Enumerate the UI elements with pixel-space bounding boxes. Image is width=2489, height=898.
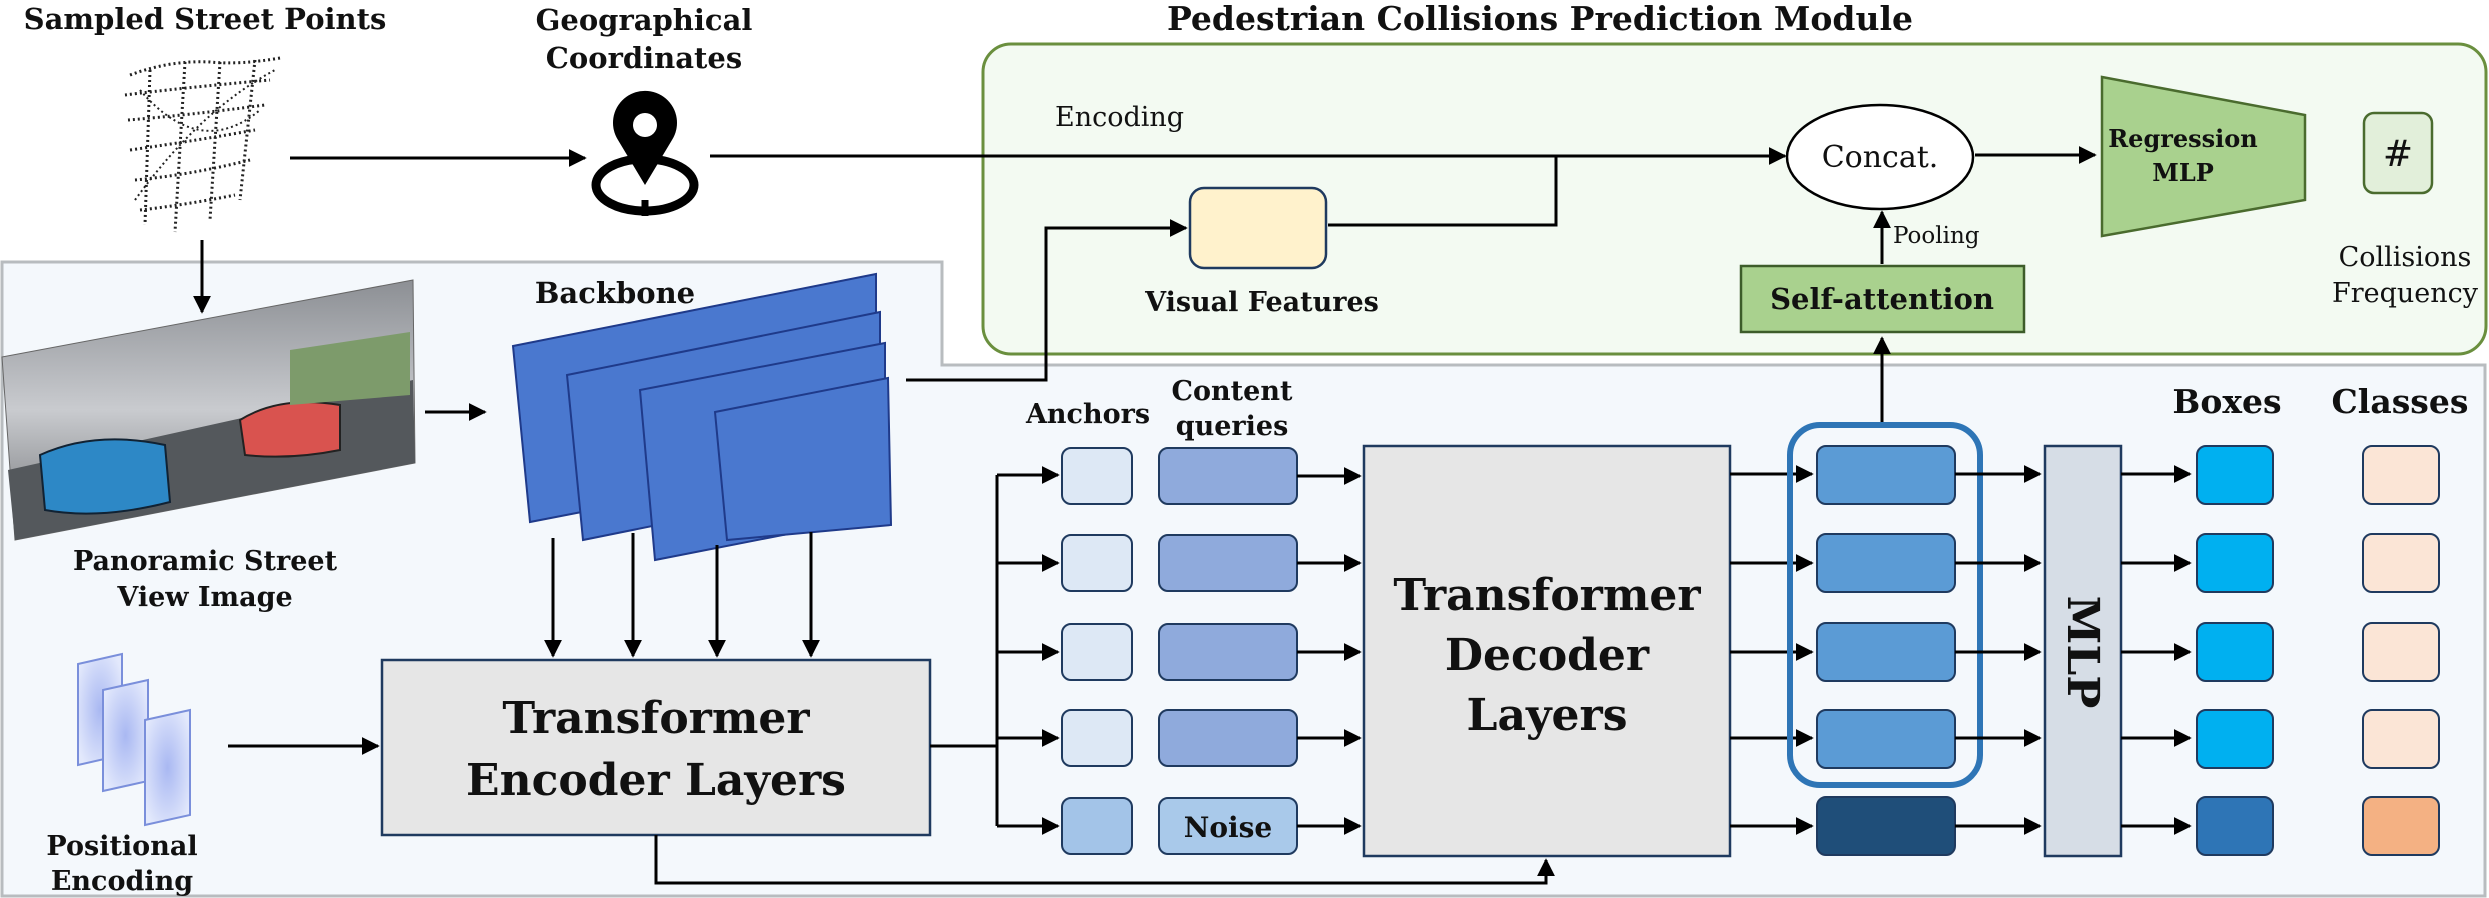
noise-label: Noise [1184,811,1272,844]
panoramic-label-2: View Image [116,582,292,613]
decoder-outputs [1816,445,1956,856]
self-attention-box [1739,264,2026,334]
module-title: Pedestrian Collisions Prediction Module [1167,0,1913,38]
content-queries-header-2: queries [1176,411,1289,442]
class-outputs [2362,445,2440,856]
panoramic-label-1: Panoramic Street [73,546,338,577]
regression-mlp-label-2: MLP [2152,158,2214,187]
mlp-label: MLP [2057,596,2108,709]
anchor-box [1061,447,1133,505]
box-output [2196,445,2274,505]
panoramic-street-image [1,279,416,541]
decoder-output-box [1816,445,1956,505]
backbone-feature-maps [511,272,893,562]
decoder-output-box-noise [1816,796,1956,856]
visual-features-box [1188,186,1328,270]
box-outputs [2196,445,2274,856]
class-output-noise [2362,796,2440,856]
class-output [2362,622,2440,682]
anchor-box [1061,534,1133,592]
street-points-map [124,56,281,233]
matched-queries-highlight [1787,422,1983,788]
decoder-output-box [1816,622,1956,682]
regression-mlp-label-1: Regression [2108,124,2258,153]
content-query-box [1158,623,1298,681]
class-output [2362,709,2440,769]
positional-encoding-icon [77,652,191,827]
concat-label: Concat. [1822,140,1939,175]
regression-mlp [2100,75,2307,238]
box-output [2196,622,2274,682]
transformer-encoder [380,658,932,837]
backbone-label: Backbone [535,276,695,310]
anchor-boxes [1061,447,1133,855]
decoder-label-1: Transformer [1393,570,1701,621]
decoder-label-3: Layers [1467,690,1628,741]
anchor-box [1061,709,1133,767]
decoder-output-box [1816,533,1956,593]
boxes-header: Boxes [2172,382,2281,421]
box-output-noise [2196,796,2274,856]
geo-coords-label-1: Geographical [536,3,753,37]
class-output [2362,533,2440,593]
hash-symbol: # [2383,134,2413,175]
positional-label-2: Encoding [51,866,193,897]
concat-node [1785,103,1975,211]
encoding-label: Encoding [1055,102,1184,133]
location-pin-icon [591,90,699,216]
content-query-box [1158,709,1298,767]
anchors-header: Anchors [1025,399,1150,430]
content-query-box [1158,534,1298,592]
encoder-label-2: Encoder Layers [466,755,846,806]
decoder-label-2: Decoder [1445,630,1650,681]
transformer-decoder [1362,444,1732,858]
class-output [2362,445,2440,505]
self-attention-label: Self-attention [1770,282,1994,316]
anchor-box [1061,623,1133,681]
positional-label-1: Positional [46,831,197,862]
collisions-label-1: Collisions [2339,242,2472,273]
geo-coords-label-2: Coordinates [546,41,742,75]
content-query-box [1158,447,1298,505]
content-query-boxes [1158,447,1298,855]
collisions-label-2: Frequency [2332,278,2479,309]
content-queries-header-1: Content [1172,376,1293,407]
collision-output-box [2362,111,2434,195]
anchor-box-noise [1061,797,1133,855]
box-output [2196,533,2274,593]
visual-features-label: Visual Features [1144,287,1379,318]
encoder-label-1: Transformer [502,693,810,744]
pooling-label: Pooling [1893,223,1980,249]
classes-header: Classes [2332,382,2469,421]
decoder-output-box [1816,709,1956,769]
box-output [2196,709,2274,769]
sampled-points-label: Sampled Street Points [24,2,387,36]
